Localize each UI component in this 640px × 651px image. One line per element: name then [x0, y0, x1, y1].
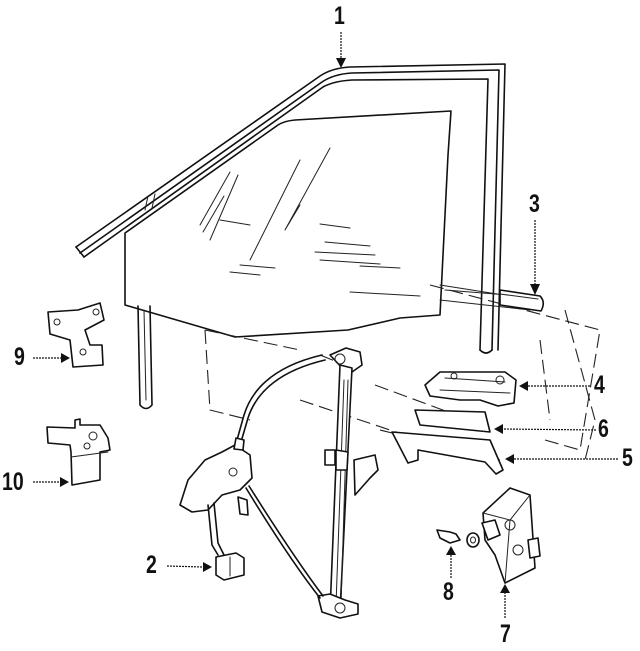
belt-weatherstrip-drawing [499, 289, 545, 312]
window-motor-drawing [179, 437, 253, 556]
door-lock-drawing [481, 487, 541, 584]
window-regulator-drawing [236, 347, 379, 619]
lock-screw-drawing [436, 529, 480, 548]
lower-hinge-drawing [46, 418, 111, 486]
callout-4: 4 [594, 371, 605, 399]
handle-seal-drawing [414, 409, 491, 433]
motor-connector-drawing [215, 552, 245, 581]
callout-9: 9 [14, 343, 25, 371]
callout-5: 5 [622, 444, 633, 472]
callout-8: 8 [443, 578, 454, 606]
callout-1: 1 [334, 2, 345, 30]
inside-handle-drawing [424, 371, 517, 407]
leader-lines [33, 32, 618, 618]
callout-2: 2 [146, 551, 157, 579]
window-glass-drawing [124, 110, 452, 338]
callout-10: 10 [2, 468, 24, 496]
callout-6: 6 [598, 415, 609, 443]
door-panel-outline [137, 284, 601, 461]
handle-bezel-drawing [391, 431, 504, 475]
glass-run-channel-drawing [75, 63, 506, 354]
upper-hinge-drawing [47, 302, 105, 368]
callout-3: 3 [529, 190, 540, 218]
callout-7: 7 [500, 620, 511, 648]
